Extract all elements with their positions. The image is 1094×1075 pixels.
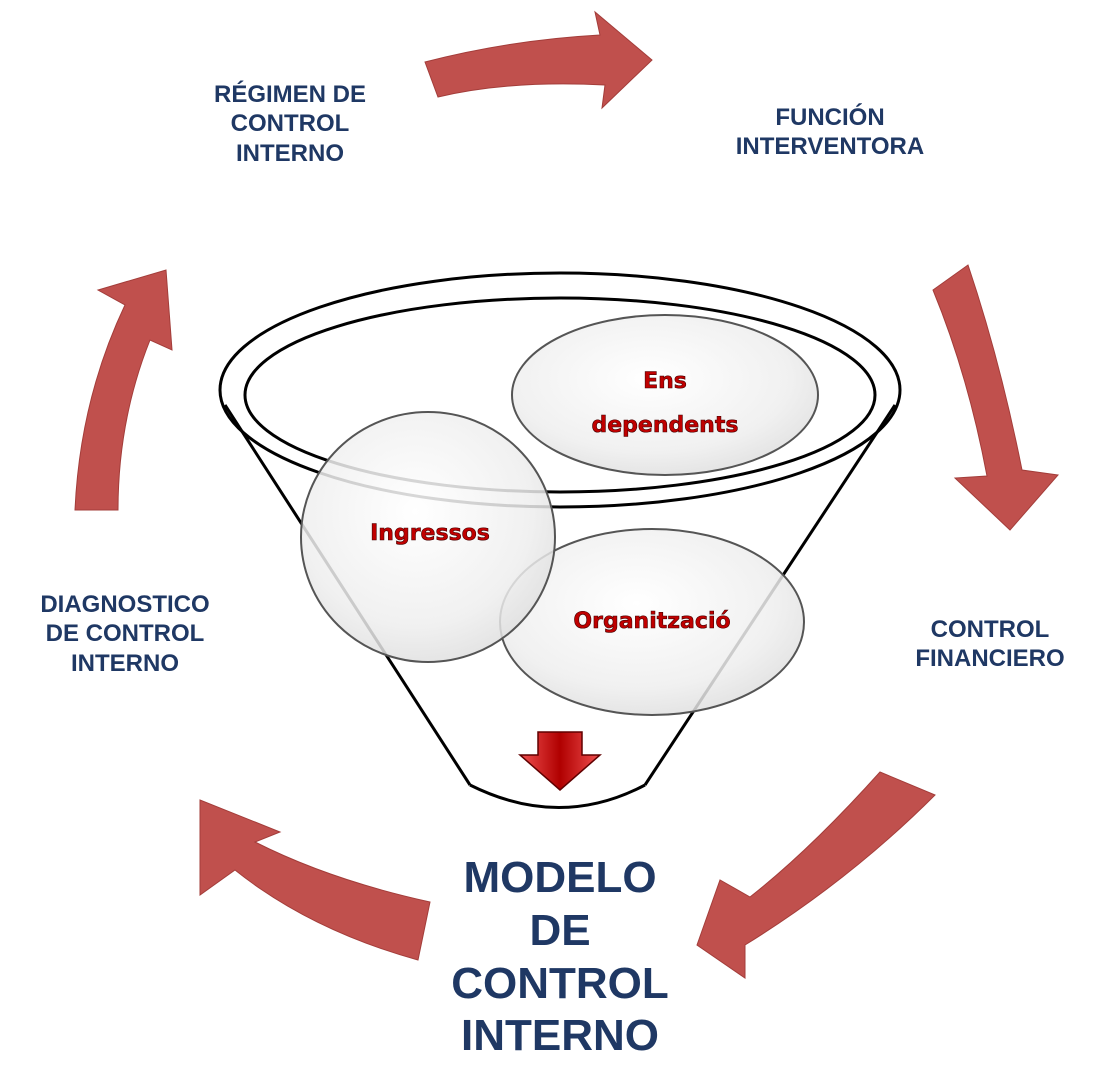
cycle-arrow-bottom-left — [199, 799, 431, 961]
cycle-arrow-right — [932, 264, 1059, 531]
label-diagnostico-control-interno: DIAGNOSTICO DE CONTROL INTERNO — [40, 591, 210, 677]
funnel-inner-rim — [243, 296, 877, 494]
label-funcion-interventora: FUNCIÓN INTERVENTORA — [735, 104, 925, 161]
label-regimen-control-interno: RÉGIMEN DE CONTROL INTERNO — [213, 81, 366, 167]
bubble-ingressos — [300, 411, 556, 663]
bubble-label-ingressos: Ingressos — [370, 521, 490, 546]
bubble-label-dependents: dependents — [592, 413, 739, 438]
cycle-arrow-bottom-right — [696, 771, 936, 979]
bubble-label-organitzacio: Organització — [573, 609, 730, 634]
bubble-label-ens: Ens — [643, 369, 687, 394]
label-control-financiero: CONTROL FINANCIERO — [915, 616, 1065, 673]
funnel-bottom — [469, 783, 646, 809]
funnel-outer-rim — [218, 271, 902, 509]
arrow-down-icon — [518, 731, 602, 791]
cycle-arrow-top — [424, 10, 653, 110]
bubble-ens-dependents — [511, 314, 819, 476]
label-modelo-control-interno: MODELO DE CONTROL INTERNO — [451, 853, 669, 1061]
cycle-arrow-left — [74, 269, 173, 511]
